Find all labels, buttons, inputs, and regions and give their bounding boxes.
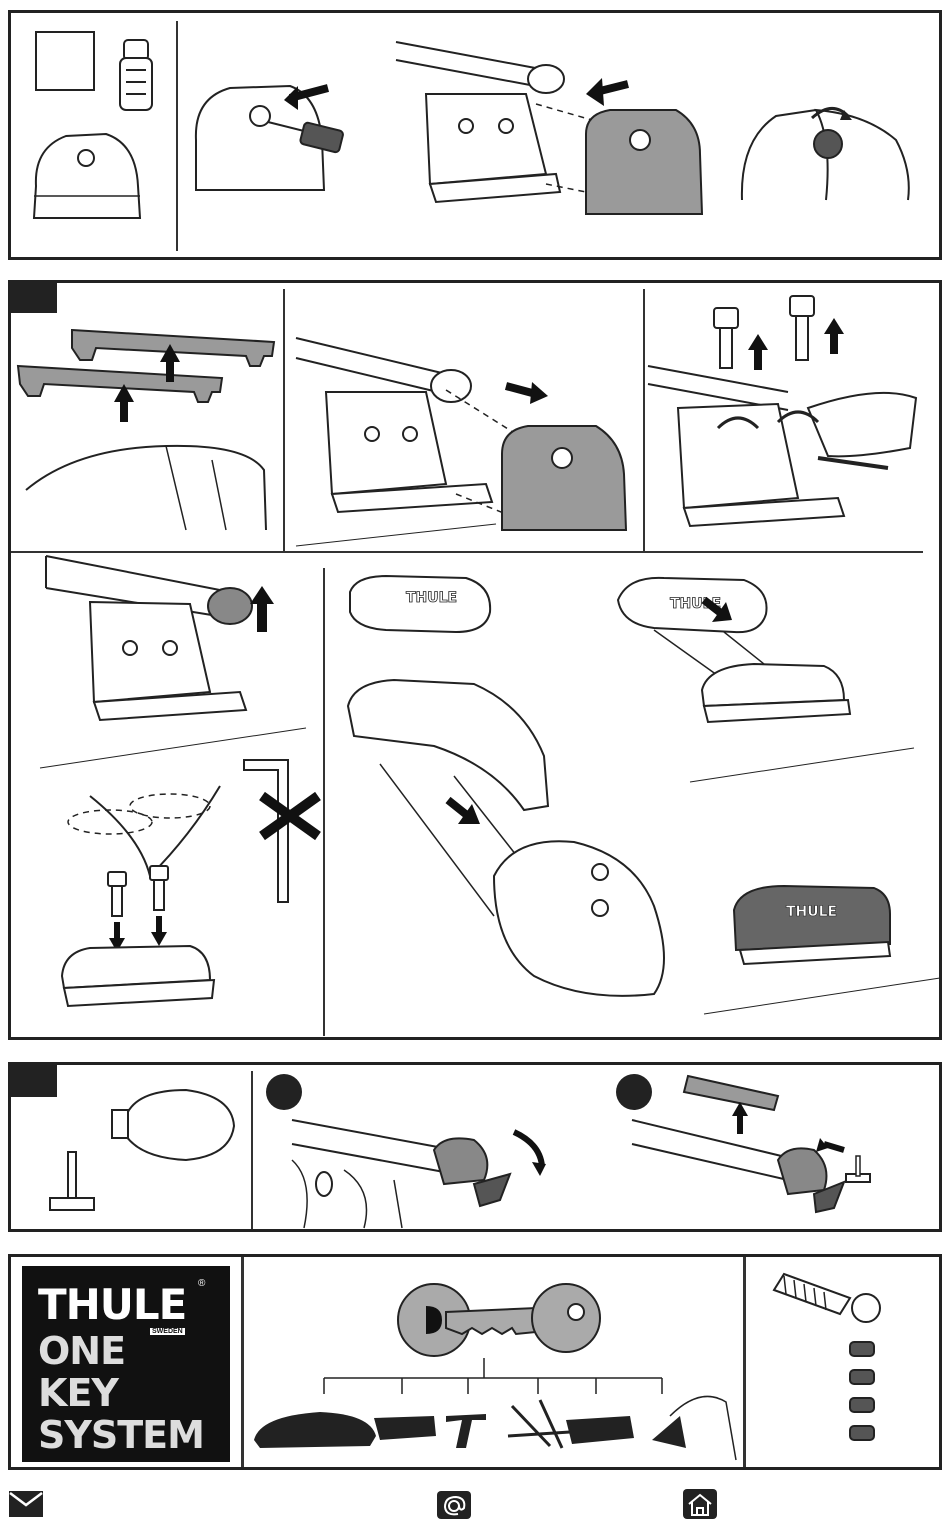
system-line-1: ONE (38, 1330, 125, 1372)
panel-divider (241, 1257, 244, 1467)
panel-divider (743, 1257, 746, 1467)
key-icon (396, 1282, 602, 1358)
thule-logo: THULE (38, 1280, 186, 1329)
product-family-tree (250, 1356, 736, 1462)
panel-divider (283, 289, 285, 551)
cover-lettering: THULE (786, 904, 837, 920)
cover-lettering: THULE (406, 590, 457, 606)
lock-cylinder-icon (770, 1270, 910, 1454)
home-icon (682, 1488, 718, 1520)
panel-divider (643, 289, 645, 551)
remove-screws-illustration (648, 288, 928, 538)
lock-cylinder-icon (112, 36, 162, 116)
thule-logo-sub: SWEDEN (150, 1328, 185, 1335)
slide-strip-illustration (628, 1070, 874, 1230)
thule-cover-illustration: THULE (346, 572, 494, 634)
foot-insert-lock-illustration (190, 70, 370, 200)
step-number-badge (11, 283, 57, 313)
step-number-box (35, 31, 95, 91)
lock-turn-illustration (736, 100, 926, 210)
panel-divider (323, 568, 325, 1036)
attach-end-cap-illustration (344, 676, 684, 1006)
t-bolt-and-adapter-illustration (46, 1086, 242, 1220)
panel-divider (176, 21, 178, 251)
x-mark-icon (238, 756, 322, 906)
lift-bar-illustration (30, 552, 312, 772)
thule-logo-block: THULE ® SWEDEN ONE KEY SYSTEM (22, 1266, 230, 1462)
envelope-icon (8, 1490, 44, 1518)
finished-cover-illustration: THULE (704, 880, 940, 1016)
bar-foot-assembly-illustration (396, 34, 706, 224)
panel-divider (251, 1071, 253, 1229)
foot-cover-illustration (26, 126, 146, 226)
remove-cover-illustration (296, 334, 632, 548)
lift-bars-illustration (16, 320, 278, 532)
registered-mark: ® (198, 1278, 205, 1289)
system-line-2: KEY (38, 1372, 118, 1414)
open-end-cap-illustration (284, 1100, 564, 1230)
at-sign-icon (436, 1490, 472, 1520)
system-line-3: SYSTEM (38, 1414, 204, 1456)
